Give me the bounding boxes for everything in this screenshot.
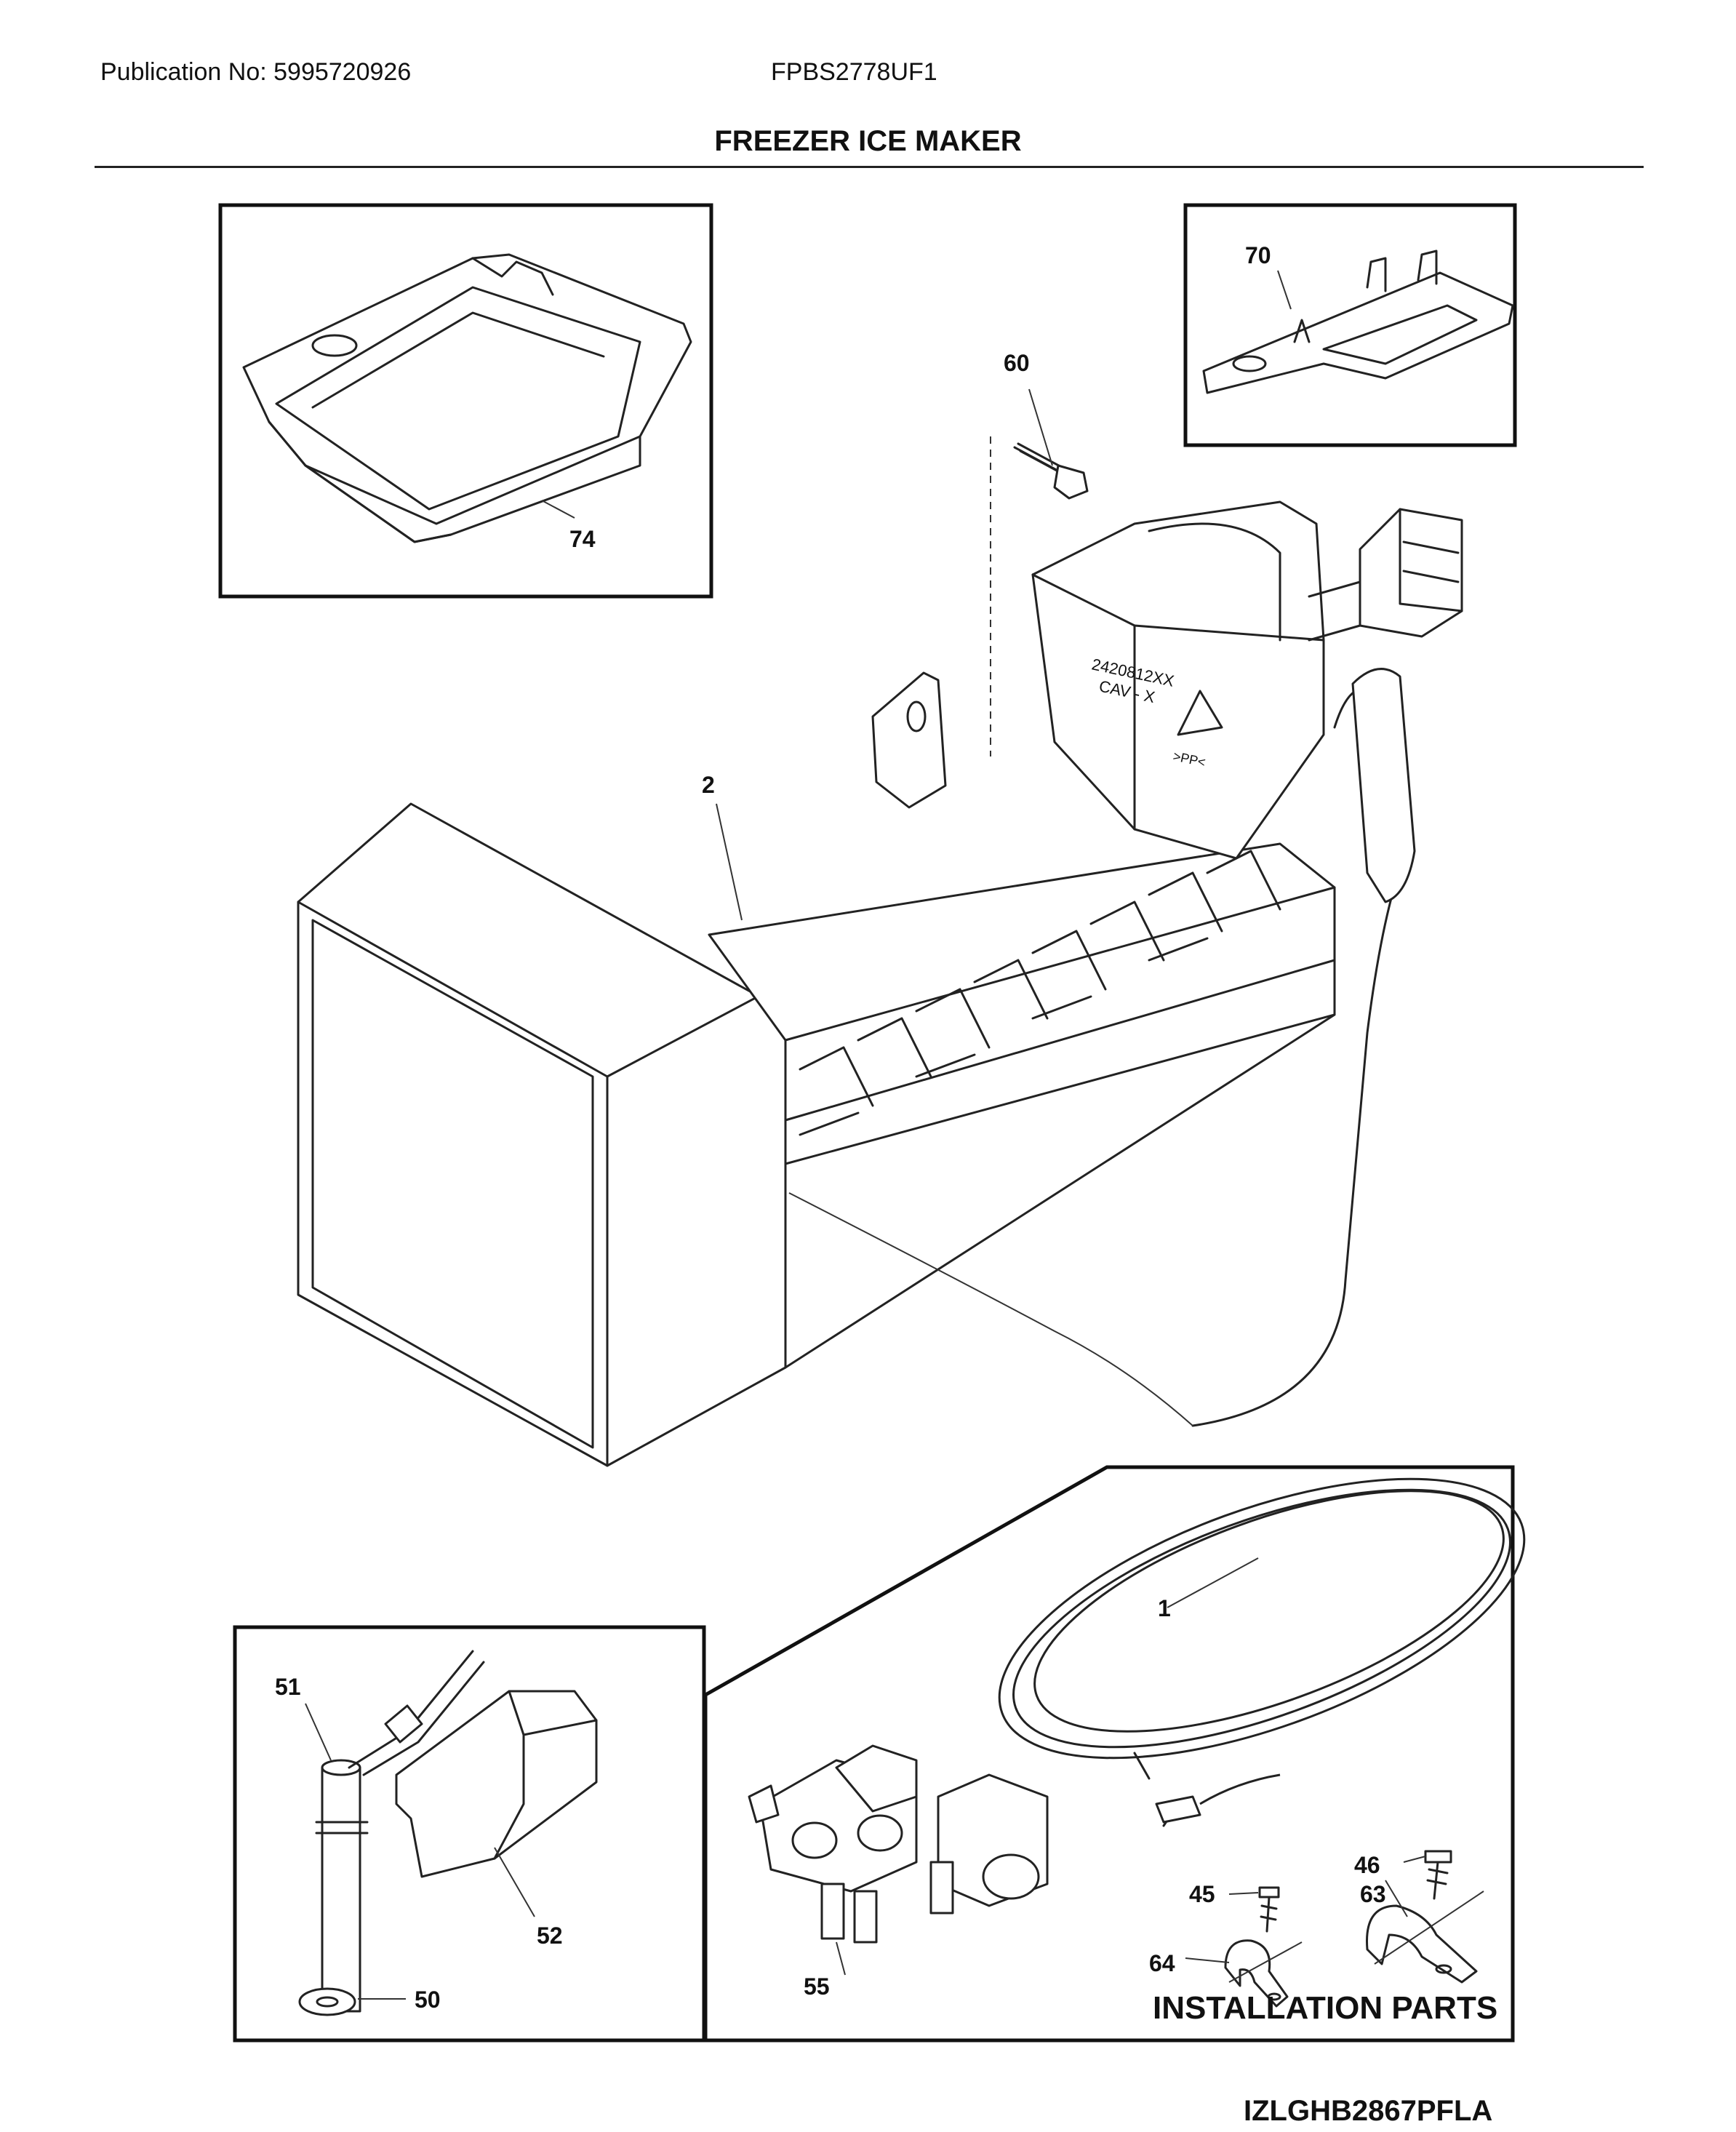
sensor-wire: [788, 1192, 1193, 1426]
callout-1: 1: [1158, 1595, 1171, 1621]
grommet-50: [298, 1987, 356, 2016]
callout-45: 45: [1189, 1881, 1215, 1907]
ice-mold: [708, 842, 1336, 1369]
leader-74: [541, 500, 575, 519]
panel-installation-parts: 1 55 46 63: [703, 1465, 1526, 2043]
mounting-tab: [871, 671, 947, 809]
callout-74: 74: [569, 526, 596, 552]
clamp-64-drawing: [1224, 1886, 1303, 2008]
leader-70: [1277, 270, 1292, 310]
panel-installation-parts-frame: [703, 1465, 1515, 2043]
callout-46: 46: [1354, 1852, 1380, 1878]
panel-ice-bucket-frame: [218, 203, 713, 599]
panel-bracket-frame: [1183, 203, 1517, 447]
panel-bracket: 70: [1183, 203, 1517, 447]
title-rule: [95, 166, 1644, 168]
installation-parts-label: INSTALLATION PARTS: [1153, 1990, 1497, 2026]
callout-55: 55: [804, 1973, 830, 2000]
fill-tube-drawing: [315, 1650, 485, 2013]
part-screw-60: 60: [990, 350, 1089, 756]
ejector-fingers: [784, 850, 1336, 1136]
panel-ice-bucket: 74: [218, 203, 713, 599]
leader-1: [1167, 1557, 1259, 1608]
callout-50: 50: [415, 1987, 441, 2013]
leader-2: [716, 803, 743, 921]
callout-60: 60: [1004, 350, 1030, 376]
diagram-title: FREEZER ICE MAKER: [714, 125, 1022, 157]
leader-45: [1228, 1892, 1259, 1895]
control-housing: [297, 802, 787, 1467]
leader-60: [1028, 388, 1053, 466]
leader-64: [1185, 1957, 1230, 1963]
leader-51: [305, 1703, 332, 1761]
water-valve-drawing: [748, 1744, 1049, 1944]
leader-52: [494, 1847, 535, 1917]
ice-bucket-drawing: [242, 253, 692, 543]
clamp-63-drawing: [1366, 1850, 1484, 1984]
bracket-drawing: [1202, 249, 1514, 394]
callout-70: 70: [1245, 242, 1271, 268]
leader-63: [1385, 1880, 1408, 1917]
leader-46: [1403, 1856, 1426, 1863]
panel-fill-tube: 51 52 50: [233, 1625, 706, 2043]
callout-52: 52: [537, 1923, 563, 1949]
model-number: FPBS2778UF1: [771, 58, 937, 86]
callout-2: 2: [702, 772, 715, 798]
ice-maker-assembly: 2420812XX CAV - X >PP< 2: [297, 500, 1463, 1467]
footer-code: IZLGHB2867PFLA: [1244, 2095, 1493, 2127]
callout-63: 63: [1360, 1881, 1386, 1907]
water-tube-coil: [998, 1477, 1526, 1827]
leader-55: [836, 1941, 846, 1976]
callout-51: 51: [275, 1674, 301, 1700]
publication-number: Publication No: 5995720926: [100, 58, 412, 86]
heater-cover-drawing: [395, 1690, 598, 1878]
callout-64: 64: [1149, 1950, 1175, 1976]
fill-cup: [1031, 500, 1325, 860]
recycle-icon: [1177, 690, 1223, 736]
